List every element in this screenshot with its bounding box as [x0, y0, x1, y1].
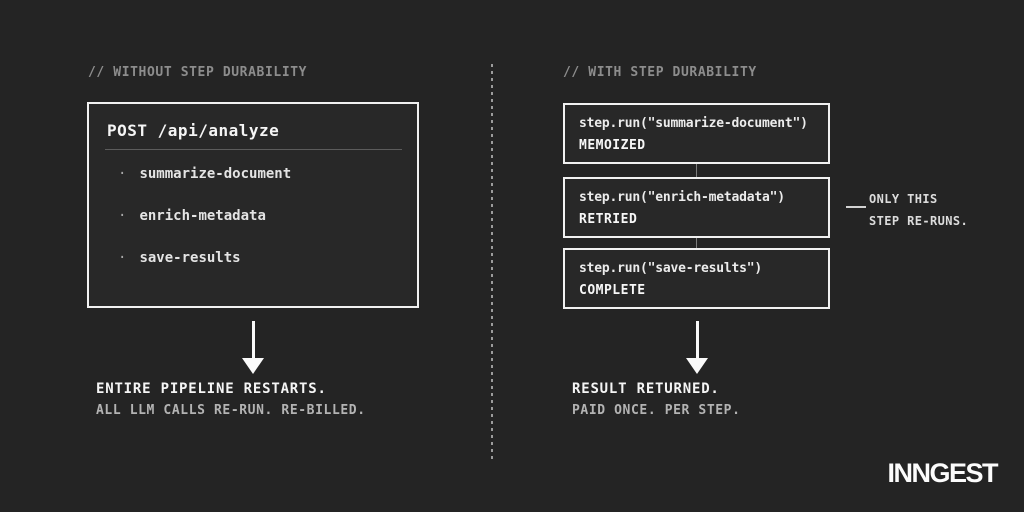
step-code: step.run("enrich-metadata")	[579, 190, 785, 205]
pipeline-step-enrich: · enrich-metadata	[118, 208, 266, 224]
right-section-header: // WITH STEP DURABILITY	[563, 65, 757, 80]
bullet-icon: ·	[118, 208, 127, 224]
down-arrow-head-icon	[686, 358, 708, 374]
step-status: RETRIED	[579, 212, 638, 227]
left-result-subtitle: ALL LLM CALLS RE-RUN. RE-BILLED.	[96, 403, 366, 418]
step-connector-line	[696, 164, 697, 177]
step-connector-line	[696, 238, 697, 248]
step-box-retried: step.run("enrich-metadata") RETRIED	[563, 177, 830, 238]
pipeline-step-save: · save-results	[118, 250, 241, 266]
step-code: step.run("summarize-document")	[579, 116, 808, 131]
api-endpoint-title: POST /api/analyze	[107, 121, 280, 140]
left-result-title: ENTIRE PIPELINE RESTARTS.	[96, 381, 327, 397]
pipeline-step-label: enrich-metadata	[139, 208, 266, 224]
left-section-header: // WITHOUT STEP DURABILITY	[88, 65, 308, 80]
pipeline-step-label: save-results	[139, 250, 241, 266]
pipeline-step-label: summarize-document	[139, 166, 292, 182]
box-divider	[105, 149, 402, 150]
step-code: step.run("save-results")	[579, 261, 763, 276]
right-result-subtitle: PAID ONCE. PER STEP.	[572, 403, 741, 418]
annotation-line-2: STEP RE-RUNS.	[869, 214, 969, 228]
annotation-line-1: ONLY THIS	[869, 192, 938, 206]
right-result-title: RESULT RETURNED.	[572, 381, 720, 397]
step-status: MEMOIZED	[579, 138, 646, 153]
api-pipeline-box: POST /api/analyze · summarize-document ·…	[87, 102, 419, 308]
pipeline-step-summarize: · summarize-document	[118, 166, 291, 182]
annotation-only-this-step: ONLY THIS STEP RE-RUNS.	[869, 188, 968, 232]
step-status: COMPLETE	[579, 283, 646, 298]
inngest-logo: INNGEST	[887, 458, 998, 488]
down-arrow-head-icon	[242, 358, 264, 374]
bullet-icon: ·	[118, 250, 127, 266]
down-arrow-icon	[696, 321, 699, 359]
step-box-complete: step.run("save-results") COMPLETE	[563, 248, 830, 309]
bullet-icon: ·	[118, 166, 127, 182]
annotation-callout-line	[846, 206, 866, 208]
dotted-divider	[491, 64, 493, 463]
step-box-memoized: step.run("summarize-document") MEMOIZED	[563, 103, 830, 164]
down-arrow-icon	[252, 321, 255, 359]
